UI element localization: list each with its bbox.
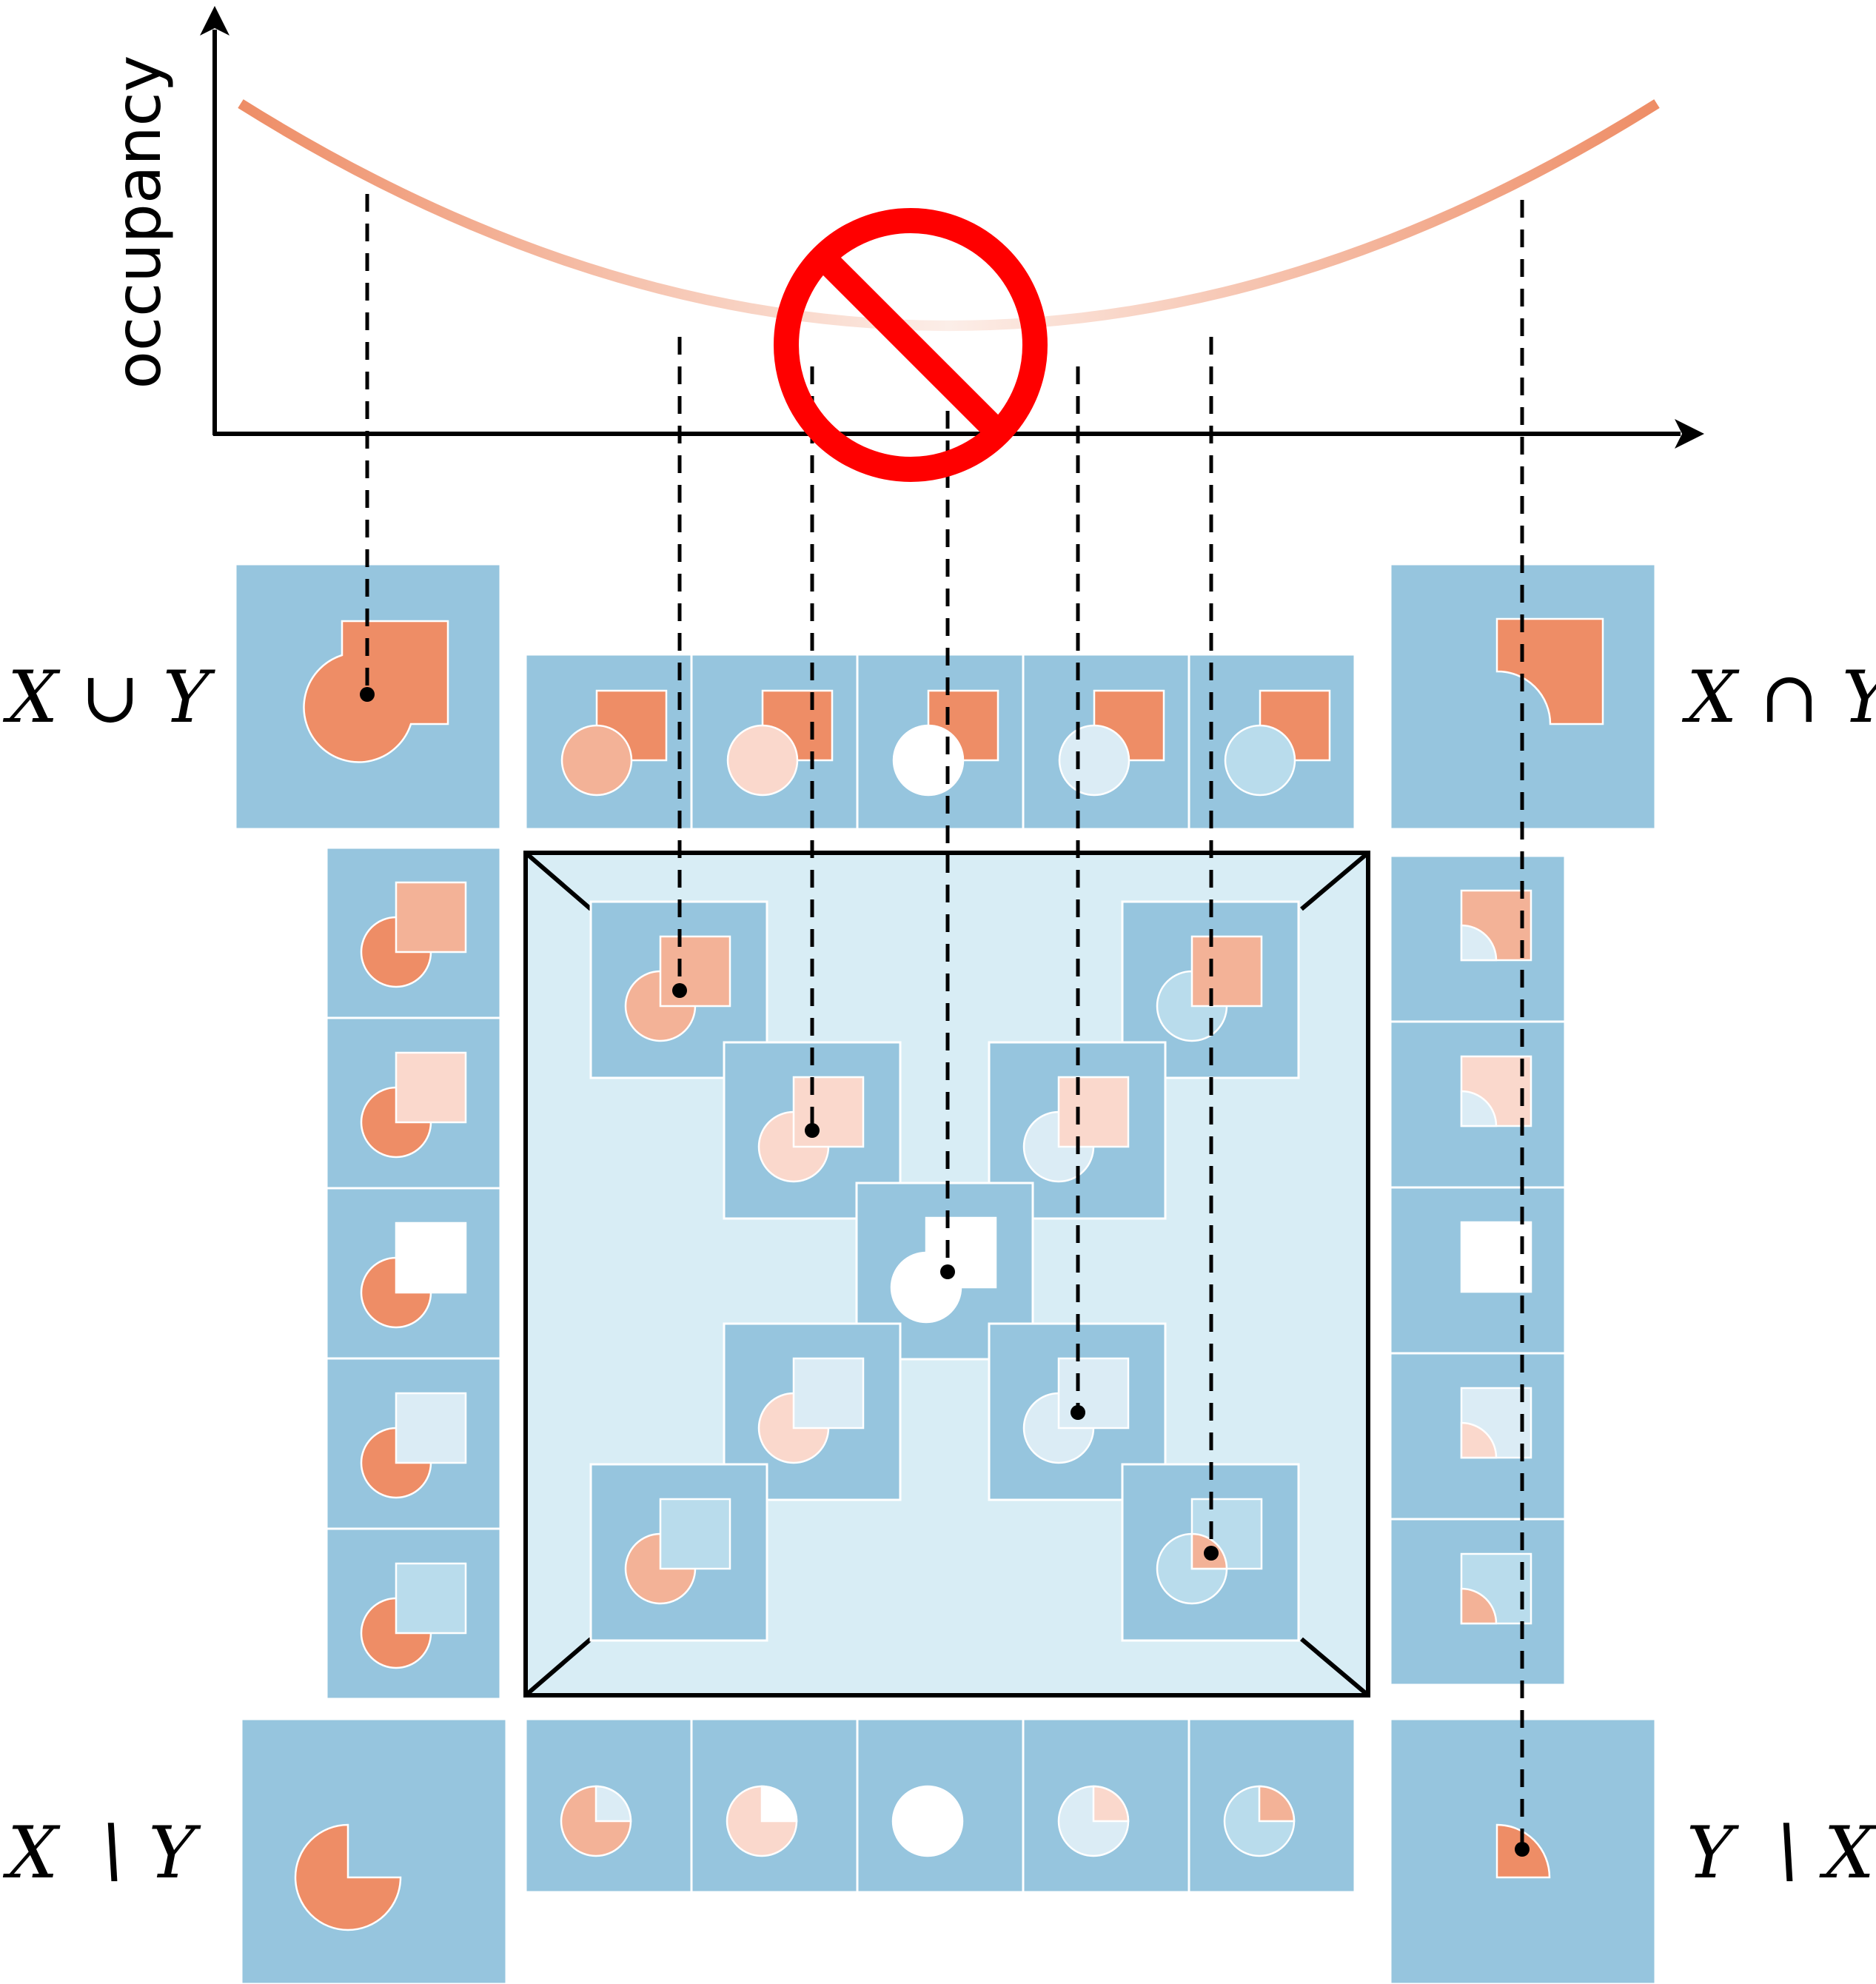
panel-left-column [325,1357,502,1530]
label-y-minus-x: Y ∖ X [1686,1812,1876,1894]
circle-quarter [1092,1785,1130,1823]
marker-dot-icon [940,1264,955,1279]
marker-dot-icon [805,1123,820,1138]
panel-top-row [1022,653,1190,831]
square-shape [659,1498,731,1570]
square-shape [395,1392,467,1464]
marker-dot-icon [1071,1405,1085,1420]
marker-dot-icon [360,687,375,702]
panel-background [589,1463,768,1642]
circle-shape [1224,724,1296,797]
circle-quarter [1258,1785,1296,1823]
label-x-minus-y: X ∖ Y [2,1812,202,1894]
overlap-region [1460,1587,1498,1625]
square-shape [1057,1357,1130,1430]
box-corner-line [524,1637,592,1698]
circle-quarter [594,1785,632,1823]
circle-quarter [760,1785,798,1823]
panel-bottom-row [690,1717,859,1894]
label-union: X ∪ Y [2,656,216,739]
guide-lines [360,194,1530,1857]
panel-background [240,1717,508,1984]
label-intersection: X ∩ Y [1681,656,1876,739]
panel-bottom-row [856,1717,1025,1894]
panel-bottom-row [1022,1717,1190,1894]
marker-dot-icon [1515,1842,1530,1857]
box-corner-line [1300,851,1370,911]
panel-left-column [325,1187,502,1360]
circle-shape [560,724,633,797]
panel-bottom-row [1187,1717,1356,1894]
circle-shape [891,1785,964,1857]
panel-bottom-row [524,1717,693,1894]
square-shape [1460,1221,1532,1293]
square-shape [395,881,467,954]
circle-shape [892,724,965,797]
panel-left-column [325,1016,502,1190]
panel-left-column [325,846,502,1019]
inner-panel [589,1463,768,1642]
panel-top-row [1187,653,1356,831]
panel-top-row [524,653,693,831]
panel-right-column [1389,1352,1567,1521]
marker-dot-icon [1204,1546,1219,1561]
arrow-right-icon [1675,419,1704,449]
panels [234,563,1657,1984]
difference-shape [294,1823,402,1931]
square-shape [792,1076,865,1148]
overlap-region [1460,924,1498,962]
panel-union [234,563,502,831]
axes: occupancy [102,6,1704,449]
square-shape [659,935,731,1008]
circle-shape [726,724,799,797]
panel-top-row [690,653,859,831]
square-shape [395,1221,467,1294]
panel-right-column [1389,1518,1567,1686]
panel-x-minus-y [240,1717,508,1984]
y-axis-label: occupancy [102,56,175,389]
inner-panel [723,1322,902,1501]
union-shape [303,620,449,763]
occupancy-curve [238,99,1660,331]
box-corner-line [1300,1637,1370,1698]
square-shape [925,1216,997,1289]
panel-left-column [325,1527,502,1700]
overlap-region [1460,1421,1498,1459]
square-shape [792,1357,865,1430]
overlap-region [1460,1090,1498,1127]
panel-right-column [1389,1020,1567,1189]
box-corner-line [524,851,592,911]
panel-intersection [1389,563,1657,831]
square-shape [1057,1076,1130,1148]
square-shape [395,1051,467,1124]
circle-shape [1058,724,1130,797]
panel-top-row [856,653,1025,831]
marker-dot-icon [672,983,687,998]
square-shape [1190,935,1263,1008]
panel-right-column [1389,854,1567,1023]
panel-right-column [1389,1186,1567,1355]
square-shape [395,1562,467,1635]
panel-background [1389,563,1657,831]
forbidden-icon [774,208,1048,482]
arrow-up-icon [200,6,230,36]
